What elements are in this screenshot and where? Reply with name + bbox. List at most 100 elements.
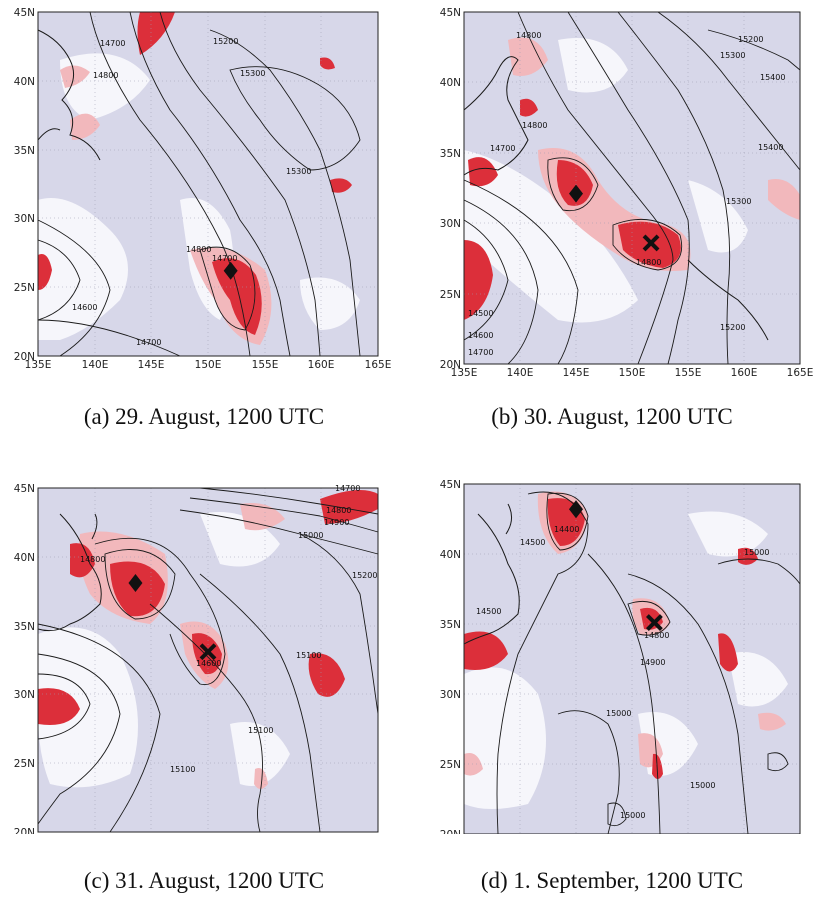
x-tick: 165E: [787, 367, 814, 379]
anomaly-weak: [508, 37, 548, 76]
anomaly-strong: [320, 490, 378, 524]
diamond-marker: [569, 500, 583, 519]
contour-label: 15200: [720, 323, 745, 332]
cross-stroke: [199, 643, 217, 661]
y-axis: 45N 40N 35N 30N 25N 20N: [440, 479, 461, 834]
diamond-shape: [128, 573, 143, 592]
y-tick: 30N: [14, 689, 35, 701]
x-tick: 140E: [507, 367, 534, 379]
anomaly-weak: [464, 753, 483, 776]
y-tick: 20N: [440, 359, 461, 371]
contour-label: 15400: [758, 143, 783, 152]
panel-a: 14700 14800 15200 15300 15300 14800 1470…: [0, 0, 408, 454]
anomaly-weak: [240, 503, 285, 531]
anomaly-weak: [60, 65, 90, 88]
anomaly-weak: [70, 113, 100, 140]
grid: [38, 12, 378, 356]
contour-label: 15200: [738, 35, 763, 44]
x-tick: 150E: [619, 367, 646, 379]
neutral-patch: [558, 38, 628, 93]
contours: [37, 487, 379, 833]
y-tick: 45N: [440, 479, 461, 491]
contour-label: 15000: [298, 531, 323, 540]
panel-caption: (d) 1. September, 1200 UTC: [480, 868, 744, 893]
contour-label: 14700: [490, 144, 515, 153]
y-tick: 45N: [14, 7, 35, 19]
contour-label: 15400: [760, 73, 785, 82]
y-tick: 40N: [440, 549, 461, 561]
neutral-patch: [230, 722, 290, 786]
contour-label: 15000: [690, 781, 715, 790]
y-axis: 45N 40N 35N 30N 25N 20N: [440, 7, 461, 371]
y-tick: 40N: [14, 76, 35, 88]
panel-caption: (c) 31. August, 1200 UTC: [83, 868, 325, 893]
anomaly-strong: [308, 653, 345, 697]
anomaly-strong: [38, 688, 80, 725]
x-axis: 135E 140E 145E 150E 155E 160E 165E: [451, 367, 814, 379]
panel-d: 14400 14500 15000 14500 14800 14900 1500…: [408, 454, 816, 908]
contour-label: 14500: [520, 538, 545, 547]
anomaly-strong: [70, 543, 95, 578]
y-tick: 35N: [440, 619, 461, 631]
y-tick: 25N: [440, 289, 461, 301]
contour-label: 15000: [606, 709, 631, 718]
anomaly-strong: [38, 254, 52, 290]
neutral-patch: [464, 150, 638, 323]
anomaly-strong: [520, 98, 538, 117]
contour-label: 15300: [726, 197, 751, 206]
y-tick: 25N: [440, 759, 461, 771]
map-d: 14400 14500 15000 14500 14800 14900 1500…: [408, 454, 816, 834]
contour-label: 14700: [468, 348, 493, 357]
x-tick: 160E: [308, 359, 335, 371]
y-tick: 35N: [440, 148, 461, 160]
diamond-marker: [223, 261, 238, 280]
x-tick: 145E: [138, 359, 165, 371]
anomaly-weak: [254, 768, 268, 789]
contour-label: 15300: [286, 167, 311, 176]
neutral-patch: [688, 511, 768, 557]
diamond-shape: [223, 261, 238, 280]
panel-caption: (a) 29. August, 1200 UTC: [83, 404, 325, 429]
y-tick: 20N: [14, 351, 35, 363]
x-tick: 160E: [731, 367, 758, 379]
map-frame: [37, 487, 379, 833]
contour-label: 14900: [640, 658, 665, 667]
anomaly-weak: [758, 712, 786, 731]
contour-label: 14600: [468, 331, 493, 340]
contour-label: 15100: [248, 726, 273, 735]
contour-label: 14400: [554, 525, 579, 534]
neutral-patch: [688, 180, 748, 253]
grid: [464, 484, 800, 834]
coastline: [37, 513, 102, 632]
anomaly-strong: [464, 631, 508, 670]
neutral-patch: [38, 627, 138, 788]
contours: [37, 11, 361, 357]
coastline: [463, 56, 769, 341]
anomaly-weak: [768, 179, 800, 220]
x-tick: 165E: [365, 359, 392, 371]
x-tick: 135E: [451, 367, 478, 379]
cross-marker: [642, 234, 660, 252]
y-tick: 35N: [14, 145, 35, 157]
contour-label: 14800: [326, 506, 351, 515]
anomaly-strong: [212, 258, 262, 335]
contour-label: 15000: [620, 811, 645, 820]
anomaly-strong: [468, 157, 498, 187]
y-tick: 20N: [440, 829, 461, 834]
contour-label: 15300: [240, 69, 265, 78]
contour-label: 14700: [100, 39, 125, 48]
y-tick: 40N: [14, 552, 35, 564]
contours: [496, 491, 801, 834]
map-frame: [37, 11, 379, 357]
y-tick: 45N: [440, 7, 461, 19]
coastline: [37, 29, 101, 161]
diamond-shape: [569, 184, 583, 203]
cross-stroke: [642, 234, 660, 252]
y-tick: 40N: [440, 77, 461, 89]
map-a: 14700 14800 15200 15300 15300 14800 1470…: [0, 0, 408, 380]
y-tick: 45N: [14, 483, 35, 495]
y-axis: 45N 40N 35N 30N 25N 20N: [14, 7, 35, 363]
contour-label: 14800: [93, 71, 118, 80]
x-tick: 145E: [563, 367, 590, 379]
contour-label: 14800: [522, 121, 547, 130]
